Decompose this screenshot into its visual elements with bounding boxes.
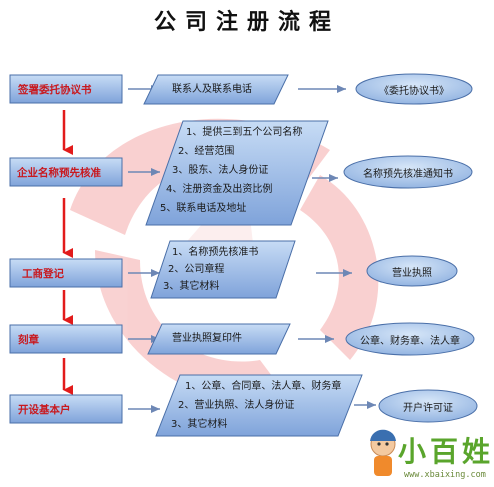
step-box-open-account [9, 394, 123, 424]
result-oval [345, 322, 475, 356]
detail-item: 2、公司章程 [168, 264, 225, 275]
step-row-open-account [9, 374, 478, 437]
watermark-brand: 小百姓 [398, 435, 494, 468]
detail-item: 营业执照复印件 [172, 333, 242, 344]
step-box-seal-making [9, 324, 123, 354]
result-label: 《委托协议书》 [379, 86, 449, 97]
detail-item: 1、名称预先核准书 [172, 247, 259, 258]
step-label-open-account: 开设基本户 [18, 404, 71, 416]
detail-item: 2、营业执照、法人身份证 [178, 400, 295, 411]
page-title: 公司注册流程 [153, 9, 340, 35]
step-label-name-approval: 企业名称预先核准 [17, 167, 101, 179]
step-label-sign-agreement: 签署委托协议书 [18, 84, 92, 96]
result-label: 开户许可证 [403, 403, 453, 414]
result-label: 名称预先核准通知书 [363, 169, 453, 180]
step-label-business-registration: 工商登记 [22, 268, 64, 280]
result-oval [366, 255, 458, 287]
detail-item: 联系人及联系电话 [172, 84, 252, 95]
step-box-name-approval [9, 157, 123, 187]
detail-item: 3、股东、法人身份证 [172, 165, 269, 176]
detail-parallelogram [147, 323, 291, 355]
step-row-seal-making [9, 322, 475, 356]
detail-item: 3、其它材料 [171, 419, 228, 430]
result-oval [378, 389, 478, 423]
detail-item: 1、提供三到五个公司名称 [186, 127, 303, 138]
watermark-url: www.xbaixing.com [404, 470, 486, 480]
detail-parallelogram [150, 240, 296, 299]
detail-item: 5、联系电话及地址 [160, 203, 247, 214]
result-label: 公章、财务章、法人章 [360, 336, 460, 347]
detail-parallelogram [155, 374, 363, 437]
result-label: 营业执照 [392, 268, 432, 279]
step-row-business-registration [9, 240, 458, 299]
detail-parallelogram [143, 74, 289, 105]
result-oval [343, 155, 473, 189]
step-row-name-approval [9, 120, 473, 226]
step-box-business-registration [9, 258, 123, 288]
detail-item: 4、注册资金及出资比例 [166, 184, 273, 195]
step-box-sign-agreement [9, 74, 123, 104]
detail-item: 1、公章、合同章、法人章、财务章 [185, 381, 342, 392]
step-label-seal-making: 刻章 [18, 334, 39, 346]
detail-item: 2、经营范围 [178, 146, 235, 157]
result-oval [355, 73, 473, 105]
step-row-sign-agreement [9, 73, 473, 105]
detail-item: 3、其它材料 [163, 281, 220, 292]
detail-parallelogram [145, 120, 329, 226]
mascot-icon [370, 429, 396, 476]
